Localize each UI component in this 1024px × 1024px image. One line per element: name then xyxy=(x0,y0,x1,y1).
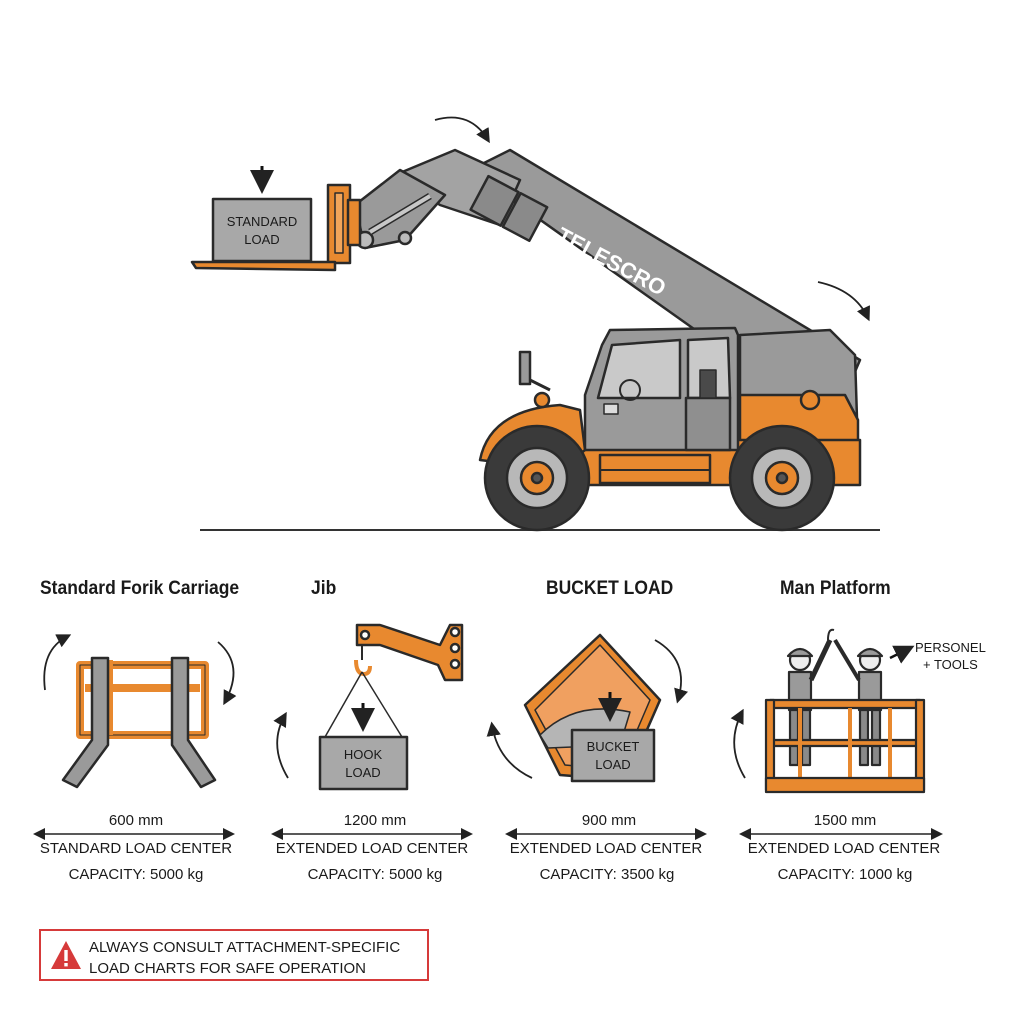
top-load-label-1: STANDARD xyxy=(227,214,298,229)
attachment-title-jib: Jib xyxy=(311,578,337,599)
hook-load-label-2: LOAD xyxy=(345,765,380,780)
hook-load-box xyxy=(318,735,409,791)
rotation-arrow-icon xyxy=(654,639,688,704)
mirror xyxy=(518,350,532,386)
bucket-load-label-2: LOAD xyxy=(595,757,630,772)
bucket-load-box xyxy=(570,728,656,783)
rotation-arrow-icon xyxy=(434,116,490,144)
worker-left xyxy=(786,638,833,767)
attachment-title-fork: Standard Forik Carriage xyxy=(40,578,240,599)
attachment-dimension-platform: 1500 mm xyxy=(813,812,877,829)
headlight xyxy=(533,391,551,409)
attachment-load-center-platform: EXTENDED LOAD CENTER xyxy=(747,840,941,857)
front-wheel xyxy=(483,424,591,532)
attachment-capacity-platform: CAPACITY: 1000 kg xyxy=(777,866,913,883)
rotation-arrow-icon xyxy=(817,281,870,322)
attachment-title-platform: Man Platform xyxy=(780,578,891,599)
attachment-load-center-bucket: EXTENDED LOAD CENTER xyxy=(509,840,703,857)
attachment-dimension-jib: 1200 mm xyxy=(343,812,407,829)
attachment-dimension-bucket: 900 mm xyxy=(581,812,637,829)
warning-triangle-icon xyxy=(51,941,81,969)
hook-load-label-1: HOOK xyxy=(344,747,383,762)
boom-collar-2 xyxy=(501,191,549,243)
top-fork xyxy=(190,260,337,272)
bucket-load-label-1: BUCKET xyxy=(587,739,640,754)
rotation-arrow-icon xyxy=(486,721,533,779)
warning-line-2: LOAD CHARTS FOR SAFE OPERATION xyxy=(89,960,366,977)
rotation-arrow-icon xyxy=(273,711,289,779)
warning-line-1: ALWAYS CONSULT ATTACHMENT-SPECIFIC xyxy=(89,939,401,956)
fork-carriage-illustration xyxy=(61,656,217,789)
attachment-dimension-fork: 600 mm xyxy=(108,812,164,829)
jib-illustration xyxy=(318,623,464,791)
bucket-illustration xyxy=(523,633,662,783)
attachment-capacity-bucket: CAPACITY: 3500 kg xyxy=(539,866,675,883)
pointer-arrow-icon xyxy=(889,645,915,664)
attachment-title-bucket: BUCKET LOAD xyxy=(546,578,674,599)
cab-door xyxy=(684,396,732,452)
attachment-load-center-jib: EXTENDED LOAD CENTER xyxy=(275,840,469,857)
boom-pivot xyxy=(799,389,821,411)
safety-warning-box: ALWAYS CONSULT ATTACHMENT-SPECIFIC LOAD … xyxy=(39,929,429,981)
rotation-arrow-icon xyxy=(43,634,72,691)
platform-note-1: PERSONEL xyxy=(915,640,986,655)
rotation-arrow-icon xyxy=(730,708,746,779)
attachment-capacity-fork: CAPACITY: 5000 kg xyxy=(68,866,204,883)
rear-wheel xyxy=(728,424,836,532)
telehandler xyxy=(190,148,862,532)
steering-wheel xyxy=(619,379,641,401)
rotation-arrow-icon xyxy=(217,641,237,706)
platform-note-2: + TOOLS xyxy=(923,657,978,672)
attachment-capacity-jib: CAPACITY: 5000 kg xyxy=(307,866,443,883)
top-load-label-2: LOAD xyxy=(244,232,279,247)
top-carriage-plate xyxy=(346,198,362,247)
seat xyxy=(699,369,717,399)
mirror-arm xyxy=(529,378,551,392)
boom-pin-2 xyxy=(397,230,413,246)
top-standard-load xyxy=(211,197,313,263)
man-platform-illustration xyxy=(764,628,926,794)
attachment-load-center-fork: STANDARD LOAD CENTER xyxy=(39,840,233,857)
boom-collar xyxy=(469,174,520,227)
cab-window-front xyxy=(596,338,682,400)
